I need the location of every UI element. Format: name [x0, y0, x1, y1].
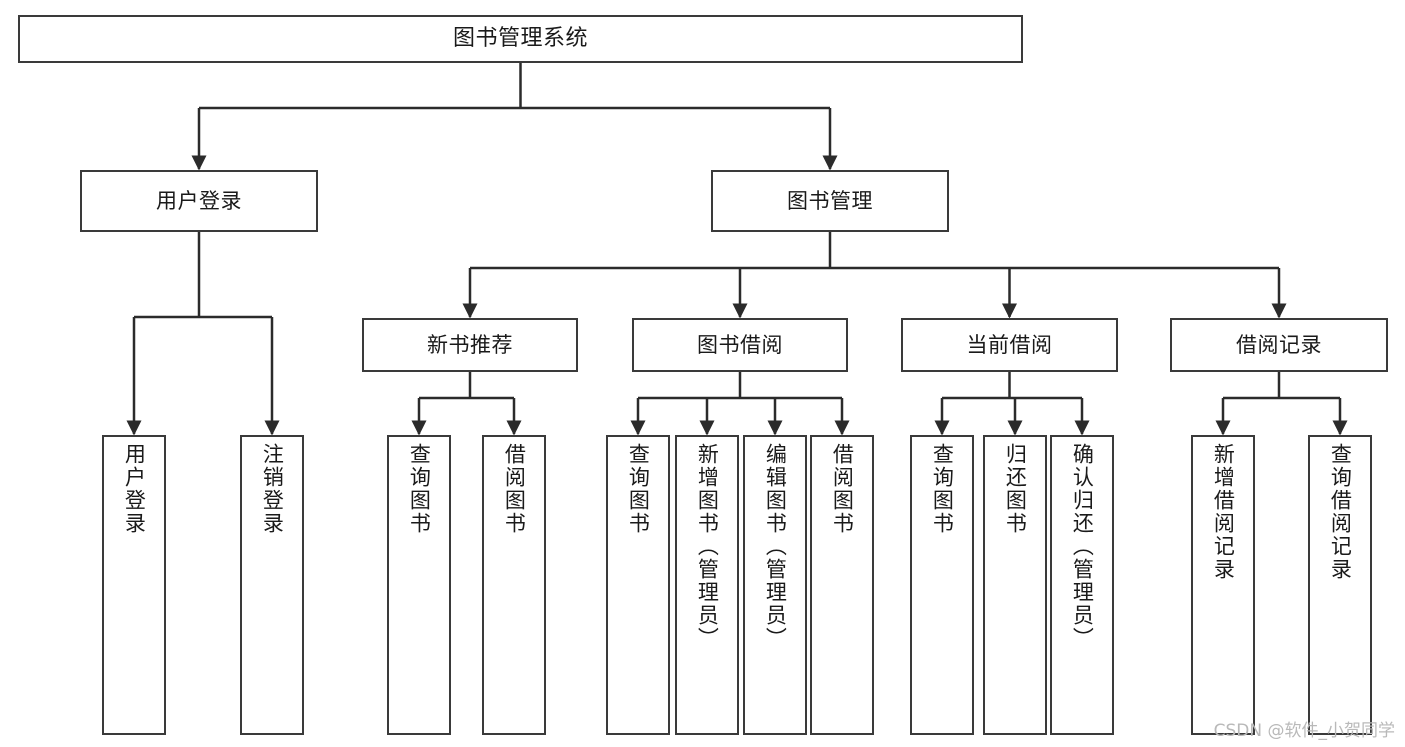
node-l-add-book[interactable]: 新增图书（管理员）	[675, 435, 739, 735]
node-label: 新增借阅记录	[1211, 443, 1236, 581]
node-new-rec[interactable]: 新书推荐	[362, 318, 578, 372]
connector-paths	[126, 63, 1348, 436]
node-label: 查询图书	[407, 443, 432, 535]
node-label: 用户登录	[122, 443, 147, 535]
node-label: 新增图书（管理员）	[695, 443, 720, 650]
node-user-login[interactable]: 用户登录	[80, 170, 318, 232]
node-l-edit-book[interactable]: 编辑图书（管理员）	[743, 435, 807, 735]
node-label: 查询借阅记录	[1328, 443, 1353, 581]
node-l-return[interactable]: 归还图书	[983, 435, 1047, 735]
node-label: 图书借阅	[697, 332, 783, 357]
node-label: 图书管理系统	[452, 26, 588, 52]
node-l-q-log[interactable]: 查询借阅记录	[1308, 435, 1372, 735]
node-cur-borrow[interactable]: 当前借阅	[901, 318, 1118, 372]
node-l-b-book-2[interactable]: 借阅图书	[810, 435, 874, 735]
node-label: 归还图书	[1003, 443, 1028, 535]
node-label: 借阅图书	[502, 443, 527, 535]
node-borrow-log[interactable]: 借阅记录	[1170, 318, 1388, 372]
node-root[interactable]: 图书管理系统	[18, 15, 1023, 63]
node-label: 编辑图书（管理员）	[763, 443, 788, 650]
node-label: 当前借阅	[966, 332, 1053, 357]
node-label: 注销登录	[260, 443, 285, 535]
node-l-user-login[interactable]: 用户登录	[102, 435, 166, 735]
node-label: 确认归还（管理员）	[1070, 443, 1095, 650]
node-l-b-book-1[interactable]: 借阅图书	[482, 435, 546, 735]
node-label: 新书推荐	[427, 332, 513, 357]
watermark: CSDN @软件_小贺同学	[1213, 721, 1395, 741]
node-label: 查询图书	[626, 443, 651, 535]
node-l-add-log[interactable]: 新增借阅记录	[1191, 435, 1255, 735]
node-label: 图书管理	[787, 188, 873, 213]
node-book-borrow[interactable]: 图书借阅	[632, 318, 848, 372]
node-l-q-book-1[interactable]: 查询图书	[387, 435, 451, 735]
node-label: 用户登录	[156, 188, 242, 213]
node-l-q-book-2[interactable]: 查询图书	[606, 435, 670, 735]
node-l-confirm[interactable]: 确认归还（管理员）	[1050, 435, 1114, 735]
node-l-logout[interactable]: 注销登录	[240, 435, 304, 735]
node-label: 查询图书	[930, 443, 955, 535]
node-label: 借阅记录	[1236, 332, 1322, 357]
node-label: 借阅图书	[830, 443, 855, 535]
node-book-manage[interactable]: 图书管理	[711, 170, 949, 232]
node-l-q-book-3[interactable]: 查询图书	[910, 435, 974, 735]
